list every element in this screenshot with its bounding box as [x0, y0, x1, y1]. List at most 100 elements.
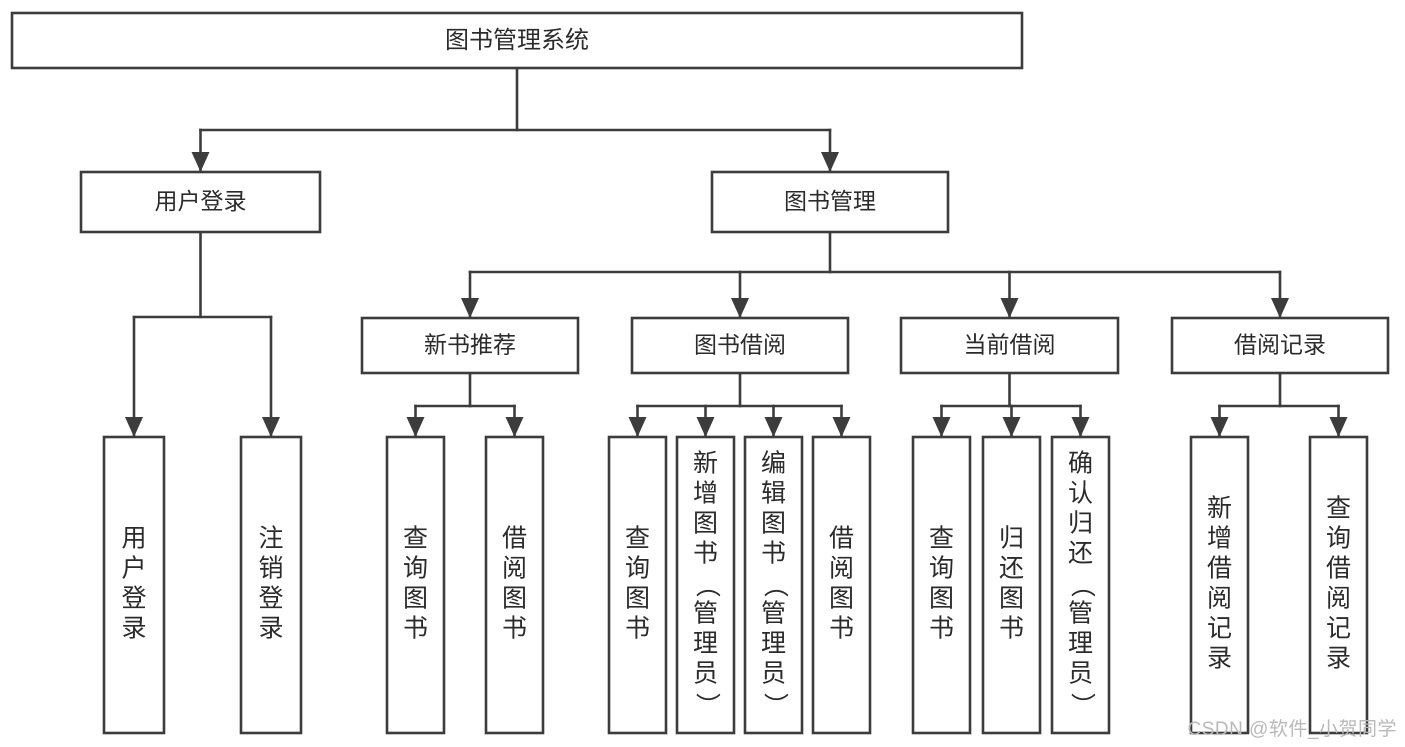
- node-l1-用户登录[interactable]: 用户登录: [79, 170, 322, 234]
- svg-text:用: 用: [121, 525, 146, 553]
- arrow-head-icon: [1271, 298, 1289, 318]
- arrow-head-icon: [1210, 417, 1229, 437]
- node-l2-借阅记录[interactable]: 借阅记录: [1170, 316, 1390, 375]
- svg-text:编: 编: [761, 450, 786, 478]
- svg-text:记: 记: [1207, 615, 1232, 643]
- svg-text:登: 登: [121, 585, 146, 613]
- node-l2-新书推荐[interactable]: 新书推荐: [360, 316, 580, 375]
- node-l1-用户登录-label: 用户登录: [155, 188, 247, 214]
- node-l2-当前借阅[interactable]: 当前借阅: [899, 316, 1120, 375]
- arrow-head-icon: [1329, 417, 1348, 437]
- connector-yonghudenglu-to-leaves: [125, 230, 280, 439]
- node-l2-图书借阅[interactable]: 图书借阅: [630, 316, 850, 375]
- svg-text:书: 书: [502, 615, 527, 643]
- arrow-head-icon: [628, 417, 647, 437]
- svg-text:录: 录: [1326, 645, 1351, 673]
- svg-text:注: 注: [258, 525, 283, 553]
- svg-text:询: 询: [403, 555, 428, 583]
- arrow-head-icon: [505, 417, 524, 437]
- svg-text:认: 认: [1068, 480, 1093, 508]
- svg-text:图: 图: [625, 585, 650, 613]
- arrow-head-icon: [125, 417, 143, 437]
- svg-text:书: 书: [403, 615, 428, 643]
- node-root-图书管理系统-label: 图书管理系统: [445, 27, 589, 54]
- svg-text:查: 查: [403, 525, 428, 553]
- svg-text:登: 登: [258, 585, 283, 613]
- arrow-head-icon: [932, 417, 951, 437]
- svg-text:）: ）: [693, 692, 721, 717]
- node-l2-图书借阅-label: 图书借阅: [694, 332, 786, 358]
- svg-text:阅: 阅: [1207, 585, 1232, 613]
- svg-text:增: 增: [693, 480, 718, 508]
- svg-text:查: 查: [929, 525, 954, 553]
- svg-text:询: 询: [625, 555, 650, 583]
- node-l1-图书管理[interactable]: 图书管理: [710, 170, 950, 234]
- svg-text:借: 借: [502, 525, 527, 553]
- svg-text:询: 询: [1326, 525, 1351, 553]
- svg-text:员: 员: [761, 660, 786, 688]
- svg-text:还: 还: [1068, 540, 1093, 568]
- node-l1-图书管理-label: 图书管理: [784, 188, 876, 214]
- svg-text:书: 书: [829, 615, 854, 643]
- arrow-head-icon: [696, 417, 715, 437]
- svg-text:书: 书: [625, 615, 650, 643]
- svg-text:还: 还: [999, 555, 1024, 583]
- svg-text:借: 借: [1326, 555, 1351, 583]
- connector-借阅记录-to-leaves: [1210, 371, 1348, 439]
- svg-text:增: 增: [1207, 525, 1232, 553]
- svg-text:员: 员: [1068, 660, 1093, 688]
- svg-text:阅: 阅: [829, 555, 854, 583]
- arrow-head-icon: [764, 417, 783, 437]
- svg-text:）: ）: [1068, 692, 1096, 717]
- arrow-head-icon: [731, 298, 749, 318]
- svg-text:管: 管: [693, 600, 718, 628]
- svg-text:借: 借: [829, 525, 854, 553]
- arrow-head-icon: [262, 417, 280, 437]
- svg-text:录: 录: [1207, 645, 1232, 673]
- node-root-图书管理系统[interactable]: 图书管理系统: [10, 11, 1024, 70]
- svg-text:书: 书: [929, 615, 954, 643]
- node-leaf-0-用户登录[interactable]: 用户登录: [102, 435, 166, 735]
- svg-text:理: 理: [693, 630, 718, 658]
- node-layer: 图书管理系统用户登录图书管理新书推荐图书借阅当前借阅借阅记录用户登录注销登录查询…: [10, 11, 1390, 735]
- node-l2-新书推荐-label: 新书推荐: [424, 332, 516, 358]
- svg-text:录: 录: [121, 615, 146, 643]
- svg-text:图: 图: [929, 585, 954, 613]
- arrow-head-icon: [406, 417, 425, 437]
- svg-text:查: 查: [1326, 495, 1351, 523]
- node-leaf-0-用户登录-label: 用户登录: [121, 525, 146, 643]
- arrow-head-icon: [821, 152, 839, 172]
- svg-text:归: 归: [1068, 510, 1093, 538]
- svg-text:管: 管: [761, 600, 786, 628]
- svg-text:图: 图: [403, 585, 428, 613]
- arrow-head-icon: [1071, 417, 1090, 437]
- svg-text:理: 理: [761, 630, 786, 658]
- svg-text:（: （: [1068, 572, 1096, 597]
- svg-text:书: 书: [761, 540, 786, 568]
- svg-text:员: 员: [693, 660, 718, 688]
- svg-text:新: 新: [693, 450, 718, 478]
- svg-text:阅: 阅: [1326, 585, 1351, 613]
